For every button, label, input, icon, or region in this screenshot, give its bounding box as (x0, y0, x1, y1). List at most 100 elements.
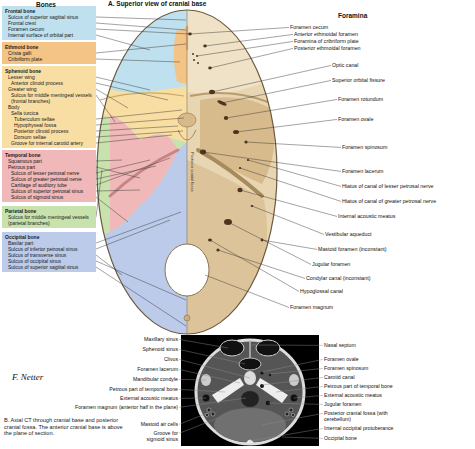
leader-line (179, 379, 206, 381)
bone-feature: Sulcus of transverse sinus (5, 252, 94, 258)
leader-line (210, 48, 293, 68)
bone-feature: Internal surface of orbital part (5, 32, 94, 38)
leader-line (96, 89, 128, 108)
structure-label: External acoustic meatus (120, 395, 178, 401)
leader-line (96, 190, 140, 191)
foramen-magnum-opening (165, 244, 209, 296)
structure-label: Hiatus of canal of lesser petrosal nerve (342, 183, 434, 189)
skull-details (178, 130, 196, 140)
leader-line (96, 160, 150, 173)
structure-label: Internal acoustic meatus (338, 213, 395, 219)
leader-line (222, 80, 331, 103)
leader-line (262, 413, 323, 425)
leader-line (262, 377, 323, 385)
structure-label: Foramen ovale (338, 116, 373, 122)
leader-line (96, 118, 184, 125)
ct-scan-image (256, 340, 280, 356)
ct-scan-image (246, 440, 254, 444)
bone-feature: Sulcus of inferior petrosal sinus (5, 246, 94, 252)
leader-line (248, 160, 341, 186)
structure-label: Nasal septum (324, 342, 356, 348)
bone-feature: Petrous part (5, 164, 94, 170)
structure-label: Groove for sigmoid sinus (136, 430, 178, 442)
bone-feature: Greater wing (5, 86, 94, 92)
bone-feature: Sulcus of lesser petrosal nerve (5, 170, 94, 176)
bone-feature: Squamous part (5, 158, 94, 164)
bone-feature: Cartilage of auditory tube (5, 182, 94, 188)
structure-label: Foramen ovale (324, 356, 359, 362)
bone-feature: Sulcus of greater petrosal nerve (5, 176, 94, 182)
panel-heading: Foramina (338, 12, 367, 20)
structure-label: Optic canal (332, 62, 359, 68)
leader-line (96, 110, 182, 119)
structure-label: Condylar canal (inconstant) (306, 275, 370, 281)
structure-label: Mastoid foramen (inconstant) (318, 246, 387, 252)
leader-line (96, 170, 102, 217)
leader-line (252, 206, 324, 234)
bone-feature: Hypophyseal fossa (5, 122, 94, 128)
leader-line (179, 369, 240, 383)
leader-line (205, 34, 293, 46)
leader-line (294, 395, 323, 398)
leader-line (179, 359, 250, 378)
structure-label: Superior orbital fissure (332, 77, 385, 83)
bone-feature: Sulcus of superior petrosal sinus (5, 188, 94, 194)
leader-line (96, 77, 150, 90)
structure-label: Internal occipital protuberance (324, 425, 394, 431)
structure-label: Jugular foramen (312, 261, 350, 267)
bone-feature: Posterior clinoid process (5, 128, 94, 134)
leader-line (96, 267, 186, 326)
leader-line (276, 386, 323, 392)
leader-line (96, 197, 128, 222)
bone-feature: Foramen cecum (5, 26, 94, 32)
skull-details (190, 93, 268, 102)
ct-scan-image (220, 340, 244, 356)
foramen-spot (192, 53, 194, 55)
leader-line (179, 398, 246, 407)
bone-name: Occipital bone (5, 234, 94, 240)
structure-label: Clivus (164, 356, 178, 362)
bone-name: Parietal bone (5, 208, 94, 214)
ct-scan-image (291, 413, 294, 416)
leader-line (96, 135, 172, 143)
leader-line (96, 166, 156, 179)
bone-legend-box: Occipital boneBasilar partSulcus of infe… (2, 232, 96, 272)
bone-name: Frontal bone (5, 8, 94, 14)
leader-line (240, 190, 337, 216)
leader-line (179, 339, 228, 348)
bone-name: Sphenoid bone (5, 68, 94, 74)
structure-label: Maxillary sinus (144, 336, 178, 342)
bone-feature: Dorsum sellae (5, 134, 94, 140)
leader-line (179, 398, 206, 399)
ct-scan-image (289, 408, 293, 412)
ct-scan-image (239, 358, 261, 370)
leader-line (236, 119, 337, 132)
bone-feature: Body (5, 104, 94, 110)
ct-scan-image (285, 412, 289, 416)
bone-feature: Frontal crest (5, 20, 94, 26)
leader-line (226, 99, 337, 118)
foramen-spot (188, 33, 263, 252)
ct-scan-image (289, 374, 299, 386)
leader-line (270, 368, 323, 374)
leader-line (96, 23, 186, 30)
structure-label: Petrous part of temporal bone (109, 386, 178, 392)
bone-feature: Cribriform plate (5, 56, 94, 62)
bone-feature: Sulcus of superior sagittal sinus (5, 14, 94, 20)
structure-label: Hiatus of canal of greater petrosal nerv… (342, 198, 436, 204)
ct-scan-image (211, 412, 215, 416)
structure-label: Sphenoid sinus (143, 346, 178, 352)
figure-caption: B. Axial CT through cranial base and pos… (4, 417, 126, 437)
leader-line (250, 428, 323, 441)
bone-name: Temporal bone (5, 152, 94, 158)
bone-feature: Groove for internal carotid artery (5, 140, 94, 146)
bone-feature: Sulcus of occipital sinus (5, 258, 94, 264)
frontal-region (90, 0, 187, 93)
structure-label: Anterior ethmoidal foramen (294, 31, 358, 37)
ct-scan-image (212, 378, 244, 403)
leader-line (179, 412, 210, 424)
bone-feature: Sulcus of superior sagittal sinus (5, 264, 94, 270)
structure-label: Foramen rotundum (338, 96, 383, 102)
panel-heading: A. Superior view of cranial base (108, 0, 206, 8)
skull-details (198, 150, 262, 196)
